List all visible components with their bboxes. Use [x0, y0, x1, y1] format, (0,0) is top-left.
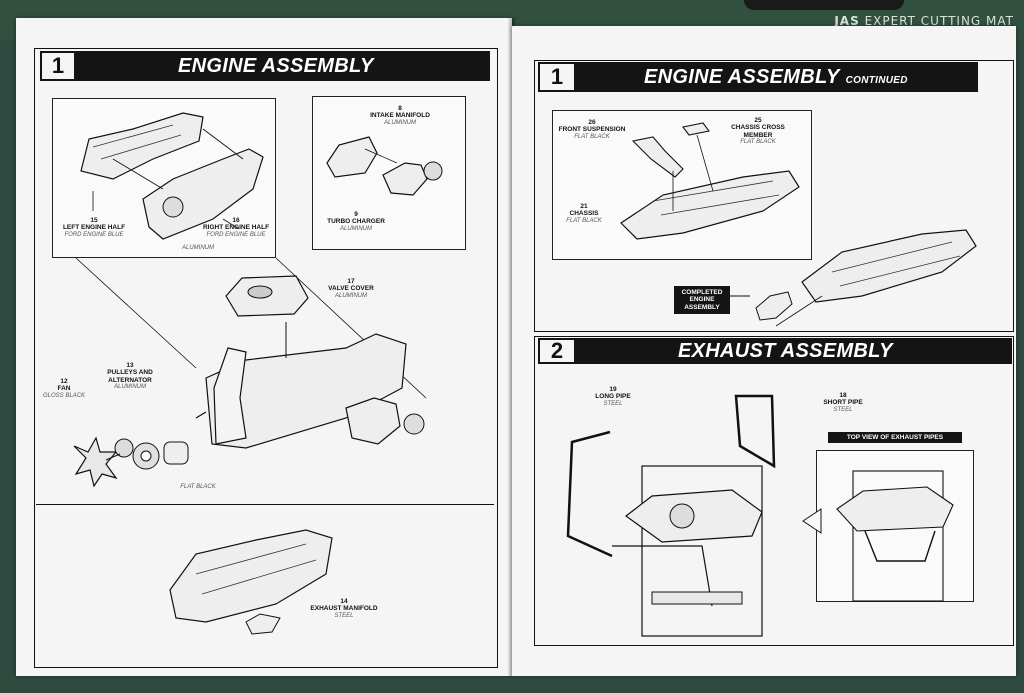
engine-halves-drawing	[80, 112, 264, 240]
main-engine-drawing	[73, 257, 427, 488]
section-divider	[36, 504, 494, 505]
step-1-frame	[34, 48, 498, 668]
step-2-frame	[534, 336, 1014, 646]
intake-turbo-drawing	[326, 136, 443, 196]
color-note-flat-black: FLAT BLACK	[180, 484, 216, 490]
top-view-drawing	[802, 470, 954, 602]
mat-object	[744, 0, 904, 10]
color-note-aluminum: ALUMINUM	[181, 245, 214, 251]
step-2-header: 2 EXHAUST ASSEMBLY	[538, 338, 1012, 364]
step-number: 2	[538, 338, 576, 364]
step-title: ENGINE ASSEMBLY	[178, 55, 374, 77]
chassis-drawing	[620, 122, 800, 240]
exhaust-manifold-engine-drawing	[169, 529, 333, 635]
completed-engine-tag: COMPLETED ENGINE ASSEMBLY	[674, 286, 730, 315]
step-number: 1	[40, 51, 76, 81]
step-1-header: 1 ENGINE ASSEMBLY	[40, 51, 490, 81]
exhaust-pipes-drawing	[566, 394, 776, 637]
top-view-tag: TOP VIEW OF EXHAUST PIPES	[828, 432, 962, 444]
step-number: 1	[538, 62, 576, 92]
step-title: EXHAUST ASSEMBLY	[678, 340, 893, 362]
mat-brand-text: JAS EXPERT CUTTING MAT	[834, 14, 1014, 28]
step-1-continued-frame	[534, 60, 1014, 332]
inset-top-view	[802, 450, 974, 602]
completed-engine-drawing	[730, 291, 793, 321]
assembled-chassis-drawing	[775, 229, 977, 327]
